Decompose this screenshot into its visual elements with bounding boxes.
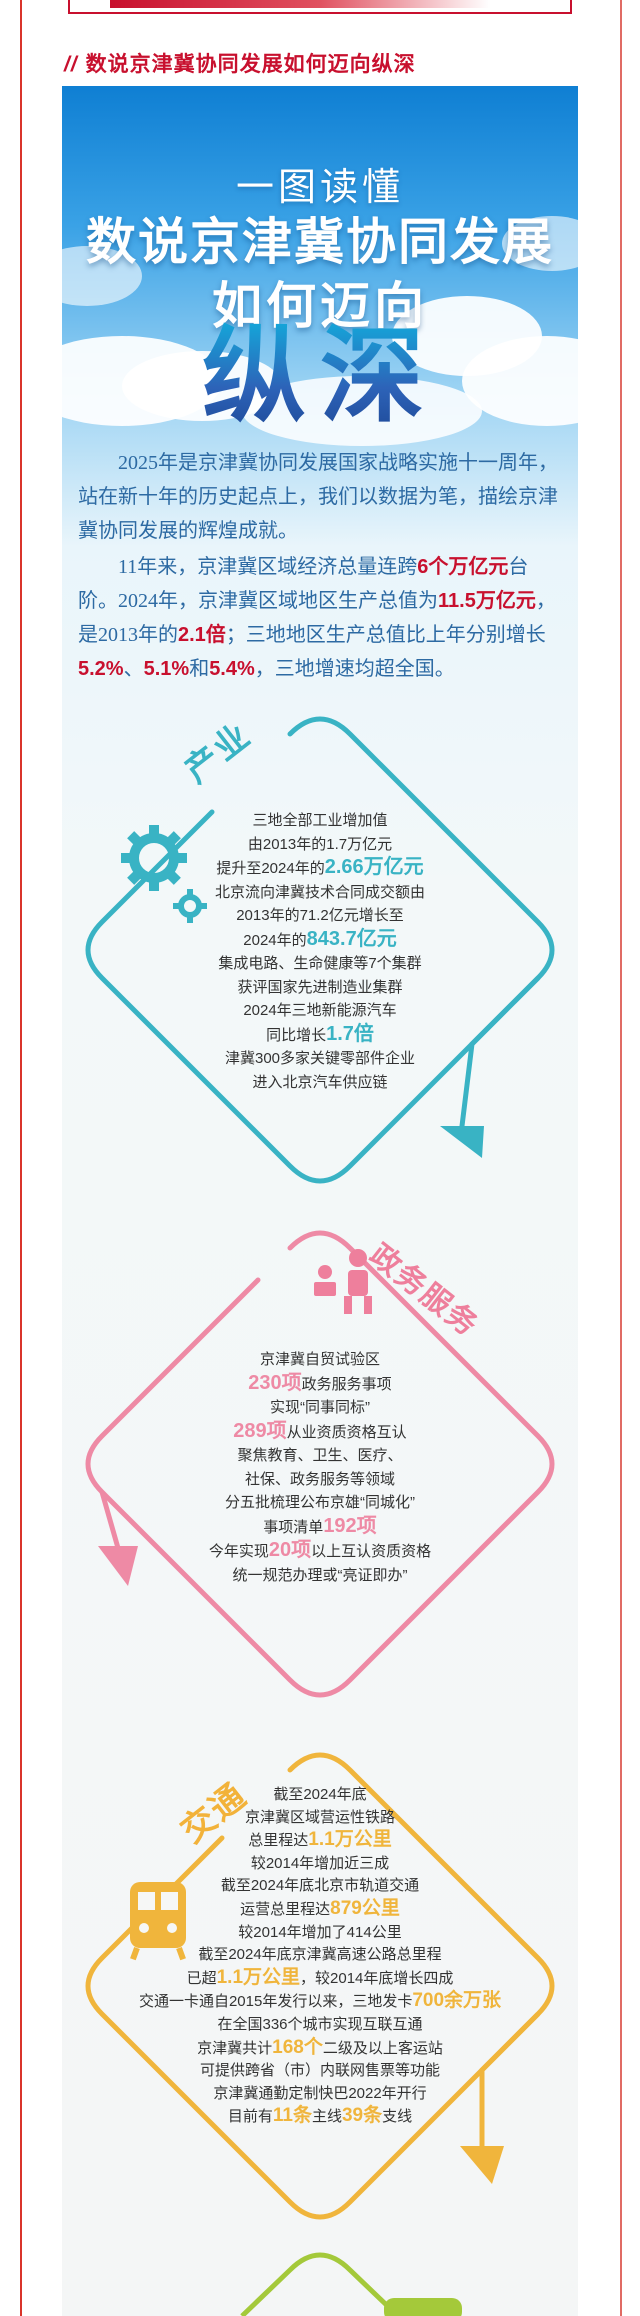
small-gear-icon xyxy=(173,889,207,923)
next-section-badge xyxy=(384,2298,462,2316)
gov-arrow-head xyxy=(98,1546,138,1586)
gov-diamond xyxy=(85,1230,555,1698)
traffic-arrow-head xyxy=(460,2146,504,2184)
right-border-line xyxy=(620,0,622,2316)
intro-paragraph-1: 2025年是京津冀协同发展国家战略实施十一周年，站在新十年的历史起点上，我们以数… xyxy=(78,452,558,542)
industry-arrow-line xyxy=(459,975,541,1129)
industry-diamond xyxy=(85,716,555,1184)
poster-title-line3: 如何迈向 xyxy=(212,278,428,334)
cloud-shape xyxy=(502,216,578,271)
heading-text: 数说京津冀协同发展如何迈向纵深 xyxy=(85,53,416,76)
industry-text: 三地全部工业增加值 由2013年的1.7万亿元 提升至2024年的2.66万亿元… xyxy=(214,812,425,1091)
heading-slashes: // xyxy=(64,53,78,76)
people-service-icon xyxy=(314,1249,372,1314)
intro-paragraph-2: 11年来，京津冀区域经济总量连跨6个万亿元台阶。2024年，京津冀区域地区生产总… xyxy=(78,556,556,680)
top-gradient-bar xyxy=(110,0,490,8)
next-diamond-top xyxy=(240,2252,400,2316)
gear-icon xyxy=(121,825,187,891)
top-frame xyxy=(68,0,572,14)
section-heading: // 数说京津冀协同发展如何迈向纵深 xyxy=(64,48,416,78)
gov-text: 京津冀自贸试验区 230项政务服务事项 实现“同事同标” 289项从业资质资格互… xyxy=(208,1351,432,1584)
traffic-text: 截至2024年底 京津冀区域营运性铁路 总里程达1.1万公里 较2014年增加近… xyxy=(138,1786,502,2127)
left-border-line xyxy=(20,0,22,2316)
poster-title-line2: 数说京津冀协同发展 xyxy=(86,214,554,270)
intro-text: 2025年是京津冀协同发展国家战略实施十一周年，站在新十年的历史起点上，我们以数… xyxy=(78,446,566,688)
poster-kicker: 一图读懂 xyxy=(235,167,404,209)
cloud-shape xyxy=(242,376,482,446)
diamond-outlines xyxy=(85,716,555,2316)
traffic-diamond xyxy=(85,1752,555,2220)
train-icon xyxy=(130,1882,186,1961)
infographic-poster: 一图读懂 数说京津冀协同发展 如何迈向 纵深 2025年是京津冀协同发展国家战略… xyxy=(62,86,578,2316)
traffic-arrow-line xyxy=(479,2012,540,2150)
industry-arrow-head xyxy=(440,1126,484,1158)
poster-title-big: 纵深 xyxy=(62,322,578,432)
